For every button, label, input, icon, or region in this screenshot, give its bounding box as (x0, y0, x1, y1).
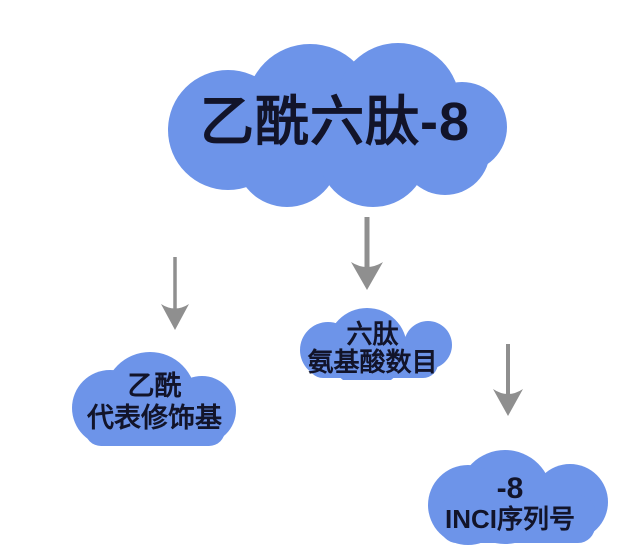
root-cloud-label: 乙酰六肽-8 (165, 90, 505, 154)
acetyl-description: 代表修饰基 (87, 403, 222, 433)
arrow-root-to-acetyl (161, 257, 189, 330)
inci-description: INCI序列号 (444, 504, 575, 534)
down-arrow-head-icon (161, 304, 189, 330)
down-arrow-head-icon (351, 262, 383, 290)
hexapeptide-term: 六肽 (346, 319, 399, 349)
arrow-root-to-hexapeptide (351, 217, 383, 290)
root-cloud-title: 乙酰六肽-8 (199, 92, 470, 152)
inci-cloud-shape (428, 450, 608, 545)
arrow-hexapeptide-to-inci (493, 344, 523, 416)
hexapeptide-cloud-label: 六肽 氨基酸数目 (290, 320, 455, 376)
acetyl-cloud-shape (72, 352, 236, 446)
acetyl-cloud-label: 乙酰 代表修饰基 (57, 370, 252, 434)
root-cloud-shape (168, 43, 507, 207)
inci-term: -8 (496, 472, 524, 505)
hexapeptide-description: 氨基酸数目 (307, 347, 438, 377)
acetyl-term: 乙酰 (127, 371, 182, 401)
down-arrow-head-icon (493, 389, 523, 416)
hexapeptide-cloud-shape (300, 308, 452, 380)
inci-cloud-label: -8 INCI序列号 (420, 472, 600, 535)
